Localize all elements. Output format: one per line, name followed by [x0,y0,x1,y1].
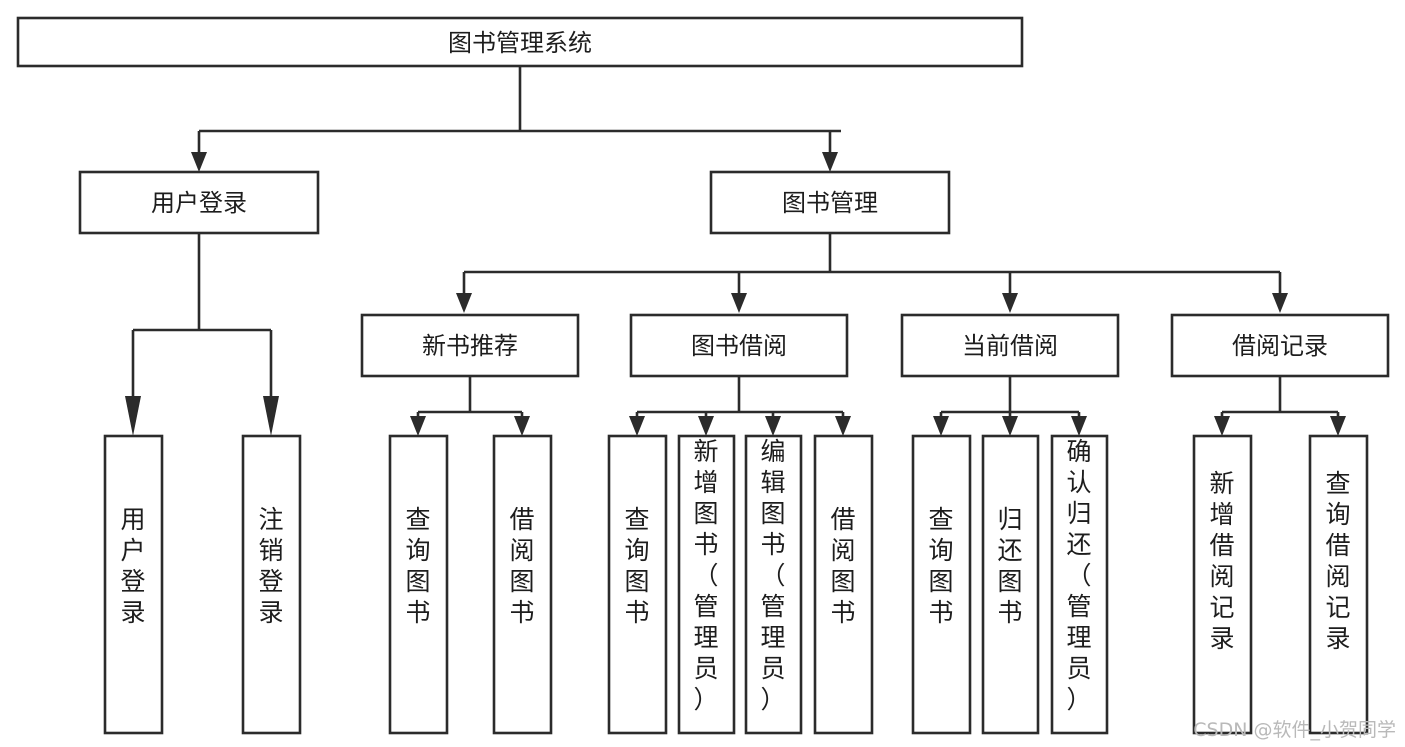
leaf-query-book-2-label: 查询图书 [624,505,649,627]
leaf-query-record-box[interactable] [1308,434,1369,735]
arrow-leaf-query-book-3-icon [933,416,949,436]
leaf-edit-book-box[interactable] [744,434,803,735]
leaf-borrow-book-2-label: 借阅图书 [830,505,855,627]
arrow-leaf-edit-book-icon [765,416,781,436]
node-book-borrow-label: 图书借阅 [691,332,787,360]
node-root[interactable]: 图书管理系统 [16,16,1024,68]
arrow-to-book-borrow-icon [731,293,747,313]
arrow-leaf-user-login-icon [125,396,141,436]
leaf-borrow-book-1-box[interactable] [492,434,553,735]
leaf-query-book-3[interactable]: 查询图书 [911,434,972,735]
arrow-to-book-management-icon [822,152,838,172]
node-new-book-recommend-label: 新书推荐 [422,332,518,360]
leaf-add-book-box[interactable] [677,434,736,735]
arrow-leaf-query-record-icon [1330,416,1346,436]
leaf-query-book-3-label: 查询图书 [928,505,953,627]
node-current-borrow-label: 当前借阅 [962,332,1058,360]
leaf-user-login-box[interactable] [103,434,164,735]
leaf-query-record[interactable]: 查询借阅记录 [1308,434,1369,735]
arrow-to-new-book-icon [456,293,472,313]
leaf-query-book-1-box[interactable] [388,434,449,735]
node-book-borrow[interactable]: 图书借阅 [629,313,849,378]
leaf-borrow-book-1[interactable]: 借阅图书 [492,434,553,735]
leaf-add-record[interactable]: 新增借阅记录 [1192,434,1253,735]
leaf-query-record-label: 查询借阅记录 [1325,469,1350,653]
arrow-leaf-borrow-book-2-icon [835,416,851,436]
node-current-borrow-box[interactable] [900,313,1120,378]
arrow-leaf-logout-icon [263,396,279,436]
leaf-borrow-book-2-box[interactable] [813,434,874,735]
leaf-query-book-3-box[interactable] [911,434,972,735]
connector-layer [125,66,1346,436]
node-root-label: 图书管理系统 [448,29,592,57]
leaf-query-book-2-box[interactable] [607,434,668,735]
arrow-leaf-confirm-return-icon [1071,416,1087,436]
arrow-leaf-add-book-icon [698,416,714,436]
leaf-return-book-box[interactable] [981,434,1040,735]
node-book-management-box[interactable] [709,170,951,235]
leaf-logout-box[interactable] [241,434,302,735]
node-book-borrow-box[interactable] [629,313,849,378]
node-root-box[interactable] [16,16,1024,68]
leaf-confirm-return-box[interactable] [1050,434,1109,735]
leaf-logout[interactable]: 注销登录 [241,434,302,735]
node-book-management[interactable]: 图书管理 [709,170,951,235]
node-current-borrow[interactable]: 当前借阅 [900,313,1120,378]
arrow-leaf-borrow-book-1-icon [514,416,530,436]
node-borrow-record[interactable]: 借阅记录 [1170,313,1390,378]
leaf-query-book-2[interactable]: 查询图书 [607,434,668,735]
csdn-watermark: CSDN @软件_小贺同学 [1193,719,1396,741]
leaf-add-record-label: 新增借阅记录 [1209,469,1234,653]
leaf-borrow-book-2[interactable]: 借阅图书 [813,434,874,735]
leaf-edit-book[interactable]: 编辑图书（管理员） [744,434,803,735]
arrow-to-borrow-record-icon [1272,293,1288,313]
leaf-query-book-1-label: 查询图书 [405,505,430,627]
leaf-query-book-1[interactable]: 查询图书 [388,434,449,735]
node-new-book-recommend[interactable]: 新书推荐 [360,313,580,378]
node-book-management-label: 图书管理 [782,189,878,217]
leaf-user-login[interactable]: 用户登录 [103,434,164,735]
arrow-leaf-query-book-2-icon [629,416,645,436]
node-user-login-label: 用户登录 [151,189,247,217]
arrow-to-user-login-icon [191,152,207,172]
node-user-login[interactable]: 用户登录 [78,170,320,235]
node-borrow-record-box[interactable] [1170,313,1390,378]
arrow-leaf-add-record-icon [1214,416,1230,436]
node-user-login-box[interactable] [78,170,320,235]
leaf-logout-label: 注销登录 [258,505,283,627]
leaf-edit-book-label: 编辑图书（管理员） [760,437,785,714]
leaf-add-book[interactable]: 新增图书（管理员） [677,434,736,735]
arrow-leaf-return-book-icon [1002,416,1018,436]
node-borrow-record-label: 借阅记录 [1232,332,1328,360]
leaf-user-login-label: 用户登录 [120,505,145,627]
node-new-book-recommend-box[interactable] [360,313,580,378]
arrow-to-current-borrow-icon [1002,293,1018,313]
leaf-return-book-label: 归还图书 [997,505,1022,627]
leaf-confirm-return[interactable]: 确认归还（管理员） [1050,434,1109,735]
leaf-borrow-book-1-label: 借阅图书 [509,505,534,627]
leaf-return-book[interactable]: 归还图书 [981,434,1040,735]
leaf-add-record-box[interactable] [1192,434,1253,735]
leaf-confirm-return-label: 确认归还（管理员） [1066,437,1091,714]
arrow-leaf-query-book-1-icon [410,416,426,436]
leaf-add-book-label: 新增图书（管理员） [693,437,718,714]
